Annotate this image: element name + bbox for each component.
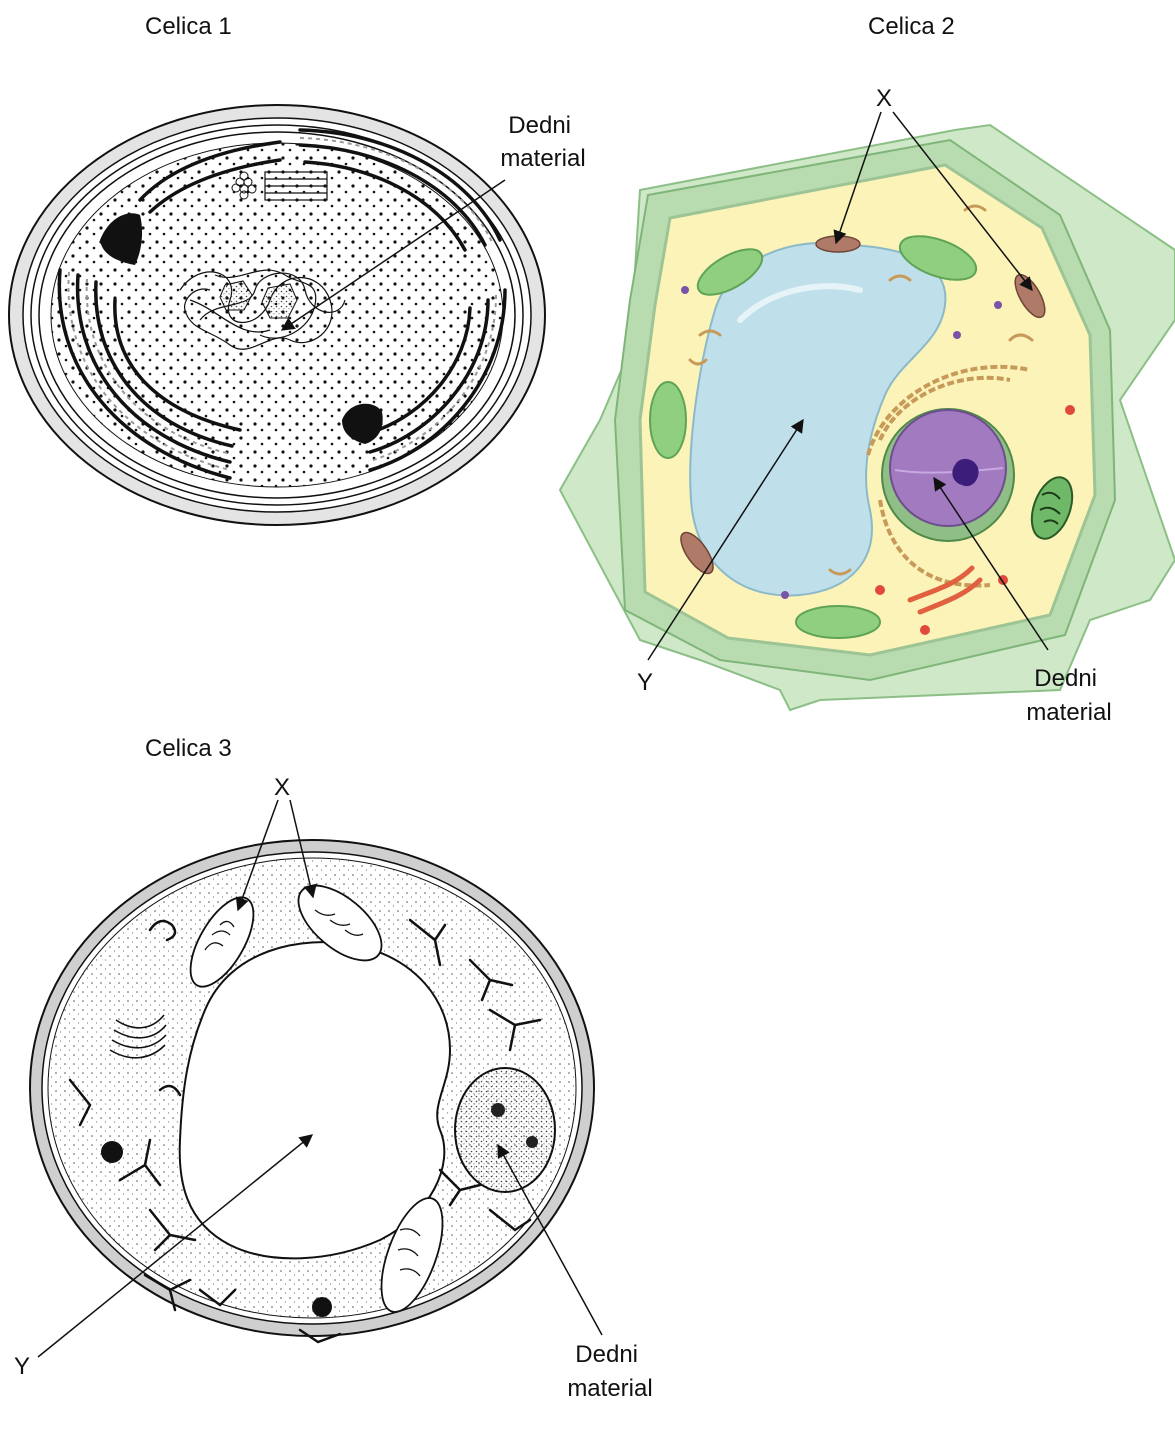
cell-3-dense-body xyxy=(312,1297,332,1317)
cell-3-genetic-label: Dedni material xyxy=(567,1341,652,1402)
cell-2-plant-cell-drawing xyxy=(560,125,1175,710)
cell-1-title: Celica 1 xyxy=(145,13,232,40)
cell-2: Celica 2 xyxy=(560,13,1175,726)
cell-3: Celica 3 xyxy=(14,735,653,1402)
cell-3-y-label: Y xyxy=(14,1353,30,1380)
cell-2-genetic-label: Dedni material xyxy=(1026,665,1111,726)
cell-2-nucleus xyxy=(890,410,1006,526)
cell-2-title: Celica 2 xyxy=(868,13,955,40)
cell-1-genetic-label: Dedni material xyxy=(500,112,585,172)
cell-1: Celica 1 xyxy=(9,13,586,525)
cell-3-title: Celica 3 xyxy=(145,735,232,762)
cell-3-dense-body xyxy=(101,1141,123,1163)
cell-2-x-label: X xyxy=(876,85,892,112)
cell-3-nucleus xyxy=(455,1068,555,1192)
cell-3-drawing xyxy=(30,840,594,1342)
cell-3-x-label: X xyxy=(274,774,290,801)
cell-1-prokaryote-drawing xyxy=(9,105,545,525)
cell-2-y-label: Y xyxy=(637,669,653,696)
